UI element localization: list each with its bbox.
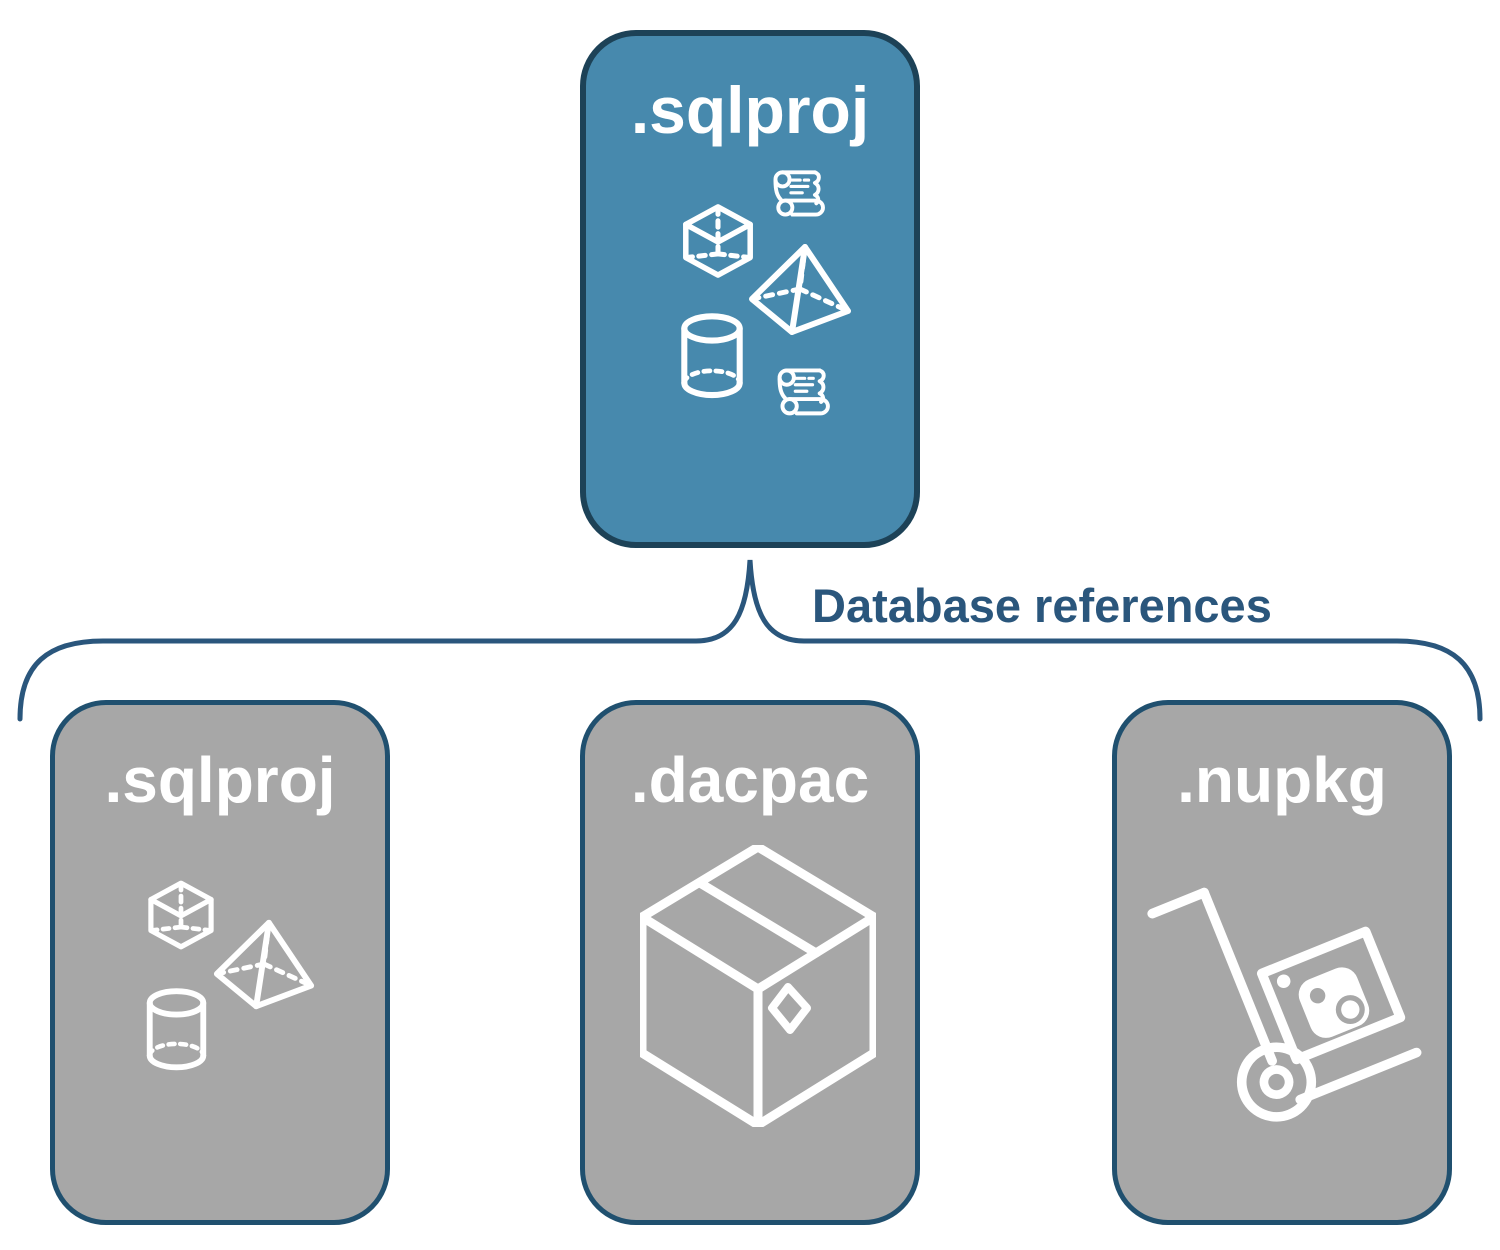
nuget-hand-truck-icon [1145, 850, 1425, 1140]
node-sqlproj-root: .sqlproj [580, 30, 920, 548]
package-box-icon [640, 845, 876, 1127]
node-dacpac: .dacpac [580, 700, 920, 1225]
node-sqlproj-root-label: .sqlproj [630, 73, 870, 147]
connector-label: Database references [812, 579, 1272, 632]
node-dacpac-label: .dacpac [630, 744, 870, 816]
cylinder-icon [142, 987, 211, 1074]
node-nupkg: .nupkg [1112, 700, 1452, 1225]
cylinder-icon [676, 312, 748, 402]
node-nupkg-label: .nupkg [1177, 744, 1387, 816]
scroll-icon [766, 364, 839, 427]
scroll-icon [762, 166, 834, 228]
node-sqlproj-child-label: .sqlproj [104, 744, 336, 816]
pyramid-icon [744, 242, 856, 338]
node-sqlproj-child: .sqlproj [50, 700, 390, 1225]
pyramid-icon [210, 915, 318, 1015]
